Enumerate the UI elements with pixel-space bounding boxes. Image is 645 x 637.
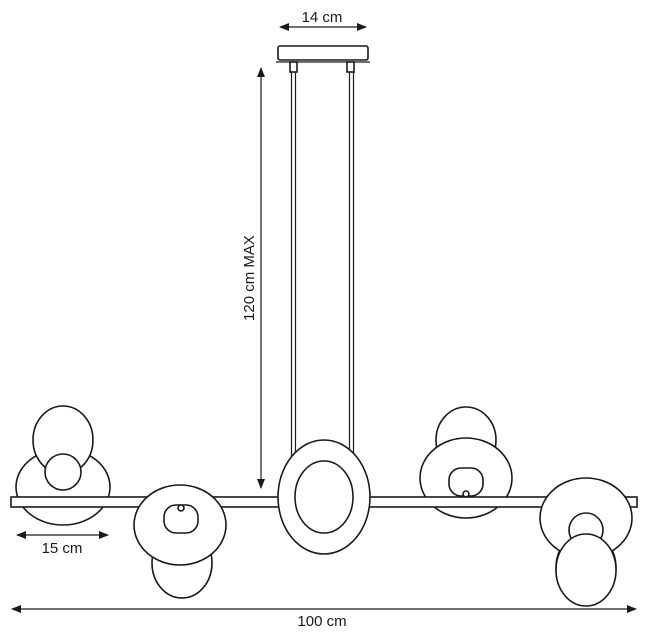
total-width-label: 100 cm [297,613,346,630]
lamp-head-5 [539,477,633,607]
shade-width-label: 15 cm [42,540,83,557]
suspension-rods [290,72,355,465]
height-label: 120 cm MAX [241,235,258,321]
canopy-width-label: 14 cm [302,9,343,26]
center-ring [277,439,371,555]
ceiling-canopy [276,45,370,73]
